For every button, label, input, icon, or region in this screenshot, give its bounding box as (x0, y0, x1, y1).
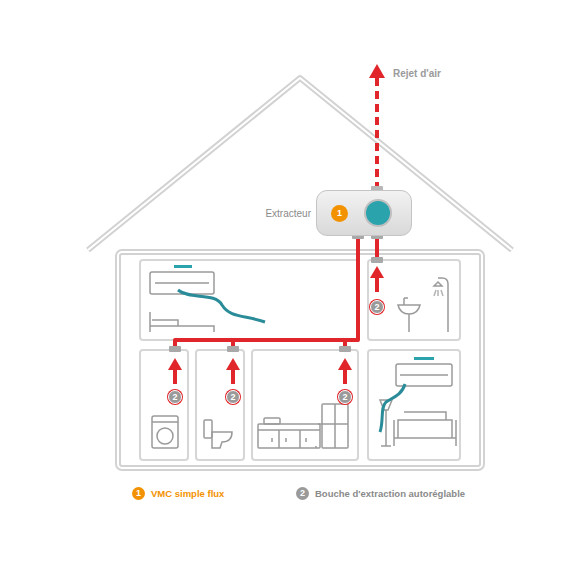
bedroom-icons (150, 265, 265, 332)
legend-entry: 1 VMC simple flux (132, 487, 224, 500)
fan-disc (363, 198, 393, 228)
exhaust-duct (369, 64, 385, 191)
legend-text: Bouche d'extraction autoréglable (315, 488, 465, 499)
bathroom-icons (398, 278, 448, 332)
callout-number: 1 (136, 489, 141, 498)
extractor-unit: Extracteur1 (316, 190, 412, 236)
callout-number: 2 (338, 390, 352, 404)
unit-label: Extracteur (265, 208, 311, 219)
callout-number: 2 (168, 390, 182, 404)
callout-number: 2 (370, 300, 384, 314)
washing-machine (152, 416, 178, 448)
exhaust-label: Rejet d'air (393, 68, 441, 79)
legend-entry: 2 Bouche d'extraction autoréglable (296, 487, 465, 500)
airflow-arrows (168, 266, 384, 384)
rooms (140, 260, 460, 460)
kitchen-furniture (258, 404, 348, 448)
extraction-ducts (175, 236, 377, 348)
toilet (204, 420, 232, 448)
house-outline (88, 78, 512, 468)
living-room-icons (380, 357, 456, 446)
callout-number: 2 (300, 489, 305, 498)
callout-number: 1 (331, 205, 348, 222)
legend-swatch: 1 (132, 487, 145, 500)
extraction-vents (169, 234, 383, 352)
legend-swatch: 2 (296, 487, 309, 500)
callout-number: 2 (226, 390, 240, 404)
legend-text: VMC simple flux (151, 488, 224, 499)
